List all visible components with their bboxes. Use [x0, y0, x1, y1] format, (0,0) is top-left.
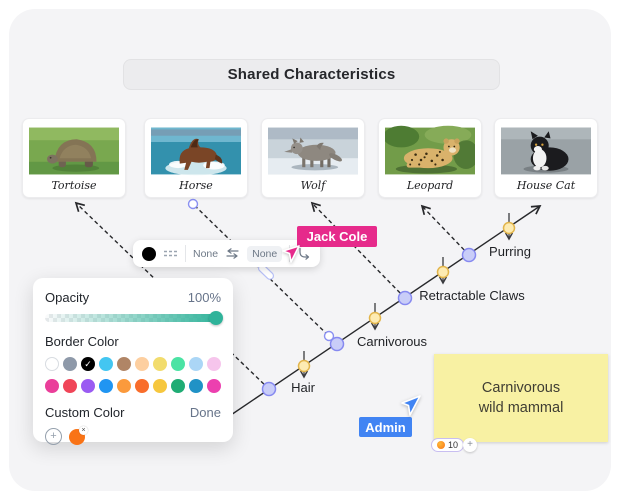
swap-arrows-icon[interactable]: [225, 248, 240, 259]
start-arrowhead-selector[interactable]: None: [193, 247, 219, 260]
border-color-swatch[interactable]: [207, 357, 221, 371]
trait-label-hair[interactable]: Hair: [291, 380, 315, 395]
house-cat-photo: [501, 127, 591, 175]
trait-label-carnivorous[interactable]: Carnivorous: [356, 334, 428, 349]
border-color-swatch[interactable]: [189, 379, 203, 393]
card-label: Leopard: [406, 179, 454, 192]
border-color-swatch[interactable]: [171, 379, 185, 393]
border-color-swatch[interactable]: [153, 357, 167, 371]
collaborator-name-tag: Jack Cole: [297, 226, 377, 247]
add-custom-color-icon[interactable]: +: [45, 428, 62, 445]
opacity-value: 100%: [187, 290, 221, 305]
border-color-swatch[interactable]: [117, 379, 131, 393]
style-panel: Opacity 100% Border Color ✓ Custom Color…: [33, 278, 233, 445]
sticky-note-line: Carnivorous: [481, 380, 561, 396]
border-color-swatch[interactable]: [189, 357, 203, 371]
border-color-swatch[interactable]: [45, 357, 59, 371]
horse-photo: [151, 127, 241, 176]
dashed-line-style-icon[interactable]: [163, 249, 178, 258]
wolf-photo: [268, 127, 358, 175]
trait-label-retractable-claws[interactable]: Retractable Claws: [419, 288, 525, 303]
stroke-color-swatch[interactable]: [142, 246, 156, 261]
collaborator-cursor-icon: [282, 245, 300, 263]
border-color-swatch[interactable]: [207, 379, 221, 393]
swatch-row-1: ✓: [45, 357, 221, 371]
border-color-swatch[interactable]: [171, 357, 185, 371]
border-color-swatch[interactable]: ✓: [81, 357, 95, 371]
custom-color-label: Custom Color: [45, 405, 125, 420]
card-label: Horse: [179, 179, 213, 192]
done-button[interactable]: Done: [189, 405, 221, 420]
card-label: House Cat: [516, 179, 576, 192]
card-house-cat[interactable]: House Cat: [494, 118, 598, 198]
reaction-count: 10: [448, 440, 459, 450]
remove-custom-color-icon[interactable]: ×: [79, 425, 88, 435]
border-color-swatch[interactable]: [63, 357, 77, 371]
end-arrowhead-selector[interactable]: None: [247, 245, 283, 262]
card-label: Wolf: [300, 179, 326, 192]
swatch-row-2: [45, 379, 221, 393]
custom-color-swatch[interactable]: ×: [69, 425, 88, 445]
selected-check-icon: ✓: [84, 358, 92, 369]
reaction-badge[interactable]: 10: [431, 438, 465, 452]
collaborator-cursor-icon: [401, 395, 421, 416]
card-tortoise[interactable]: Tortoise: [22, 118, 126, 198]
border-color-swatch[interactable]: [63, 379, 77, 393]
clap-emoji-icon: [437, 441, 445, 449]
border-color-label: Border Color: [45, 334, 119, 349]
border-color-swatch[interactable]: [135, 379, 149, 393]
curved-connector-icon[interactable]: [297, 247, 311, 260]
border-color-swatch[interactable]: [153, 379, 167, 393]
border-color-swatch[interactable]: [81, 379, 95, 393]
border-color-swatch[interactable]: [135, 357, 149, 371]
sticky-note-line: wild mammal: [478, 400, 564, 416]
border-color-swatch[interactable]: [45, 379, 59, 393]
leopard-photo: [385, 125, 475, 175]
toolbar-divider: [185, 245, 186, 262]
card-wolf[interactable]: Wolf: [261, 118, 365, 198]
sticky-note[interactable]: Carnivorous wild mammal: [434, 354, 608, 442]
border-color-swatch[interactable]: [117, 357, 131, 371]
collaborator-name-tag: Admin: [359, 417, 412, 437]
opacity-slider[interactable]: [45, 311, 223, 325]
board-title[interactable]: Shared Characteristics: [123, 59, 500, 90]
card-horse[interactable]: Horse: [144, 118, 248, 198]
card-leopard[interactable]: Leopard: [378, 118, 482, 198]
border-color-swatch[interactable]: [99, 379, 113, 393]
opacity-label: Opacity: [45, 290, 90, 305]
add-reaction-button[interactable]: +: [463, 438, 477, 452]
tortoise-photo: [29, 127, 119, 175]
trait-label-purring[interactable]: Purring: [489, 244, 531, 259]
border-color-swatch[interactable]: [99, 357, 113, 371]
card-label: Tortoise: [51, 179, 97, 192]
opacity-slider-knob[interactable]: [209, 311, 223, 325]
